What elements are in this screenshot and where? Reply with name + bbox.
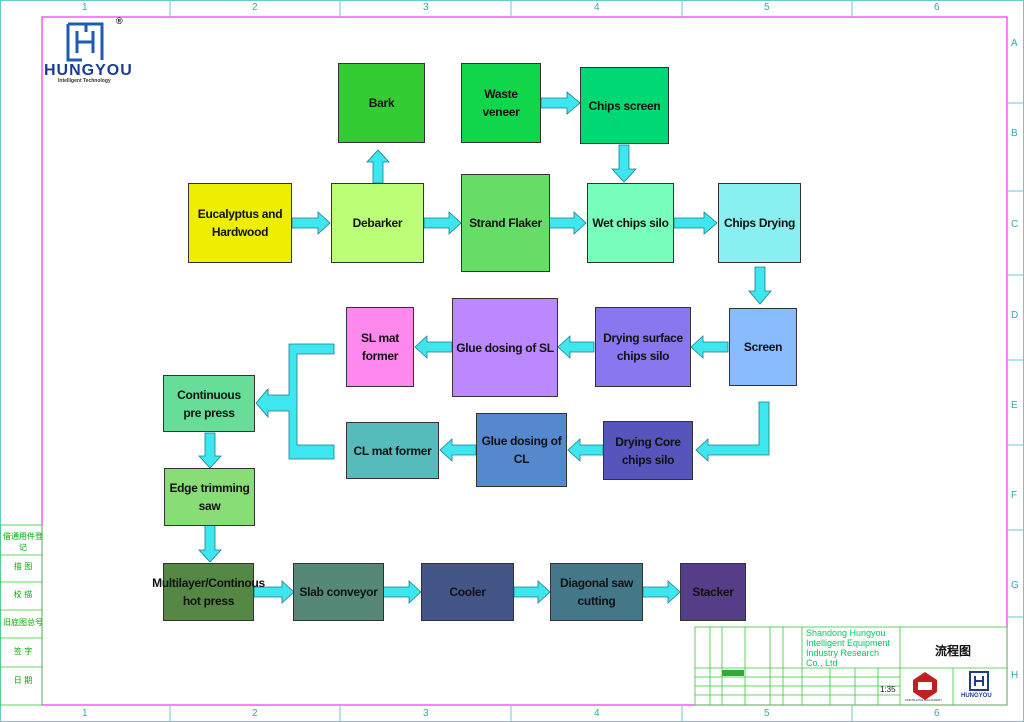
grid-row-e: E (1011, 400, 1018, 411)
stamp-1: 借通用件登记 (3, 532, 43, 552)
node-wet-chips-silo: Wet chips silo (587, 183, 674, 263)
grid-row-h: H (1011, 670, 1019, 681)
node-continuous-pre-press: Continuous pre press (163, 375, 255, 432)
node-glue-dosing-sl: Glue dosing of SL (452, 298, 558, 397)
stamp-3: 校 描 (13, 590, 33, 599)
logo-brand: HUNGYOU (44, 62, 133, 79)
logo-reg: ® (116, 16, 123, 26)
grid-col-1: 1 (82, 2, 88, 13)
grid-col-3-bottom: 3 (423, 708, 429, 719)
node-slab-conveyor: Slab conveyor (293, 563, 384, 621)
grid-col-4: 4 (594, 2, 600, 13)
grid-col-2: 2 (252, 2, 258, 13)
node-edge-trimming-saw: Edge trimming saw (164, 468, 255, 526)
grid-col-1-bottom: 1 (82, 708, 88, 719)
grid-row-d: D (1011, 310, 1019, 321)
node-stacker: Stacker (680, 563, 746, 621)
flow-arrows (198, 91, 772, 604)
node-eucalyptus-hardwood: Eucalyptus and Hardwood (188, 183, 292, 263)
stamp-4: 旧底图总号 (3, 618, 43, 627)
stamp-2: 描 图 (13, 562, 33, 571)
drawing-title: 流程图 (935, 644, 972, 658)
logo-tagline: Intelligent Technology (58, 78, 111, 84)
node-hot-press: Multilayer/Continous hot press (152, 563, 265, 621)
hungyou-small-logo-icon (969, 671, 989, 691)
grid-row-f: F (1011, 490, 1018, 501)
node-waste-veneer: Waste veneer (461, 63, 541, 143)
node-sl-mat-former: SL mat former (346, 307, 414, 387)
small-logo-text: HUNGYOU (961, 693, 992, 699)
node-cl-mat-former: CL mat former (346, 422, 439, 479)
grid-row-b: B (1011, 128, 1018, 139)
node-debarker: Debarker (331, 183, 424, 263)
node-strand-flaker: Strand Flaker (461, 174, 550, 272)
stamp-6: 日 期 (13, 676, 33, 685)
node-bark: Bark (338, 63, 425, 143)
node-chips-drying: Chips Drying (718, 183, 801, 263)
node-cooler: Cooler (421, 563, 514, 621)
aminshung-logo-icon (913, 672, 937, 700)
grid-col-6: 6 (934, 2, 940, 13)
grid-row-c: C (1011, 219, 1019, 230)
hungyou-logo-icon (66, 22, 104, 62)
node-drying-core-silo: Drying Core chips silo (603, 421, 693, 480)
node-chips-screen: Chips screen (580, 67, 669, 144)
stamp-5: 签 字 (13, 647, 33, 656)
grid-col-5: 5 (764, 2, 770, 13)
grid-row-g: G (1011, 580, 1019, 591)
grid-col-4-bottom: 4 (594, 708, 600, 719)
grid-col-3: 3 (423, 2, 429, 13)
node-drying-surface-silo: Drying surface chips silo (595, 307, 691, 387)
grid-col-5-bottom: 5 (764, 708, 770, 719)
scale-value: 1:35 (880, 685, 896, 694)
aminshung-logo-text: AMINSHUNG MACHINERY (905, 698, 943, 702)
company-name: Shandong Hungyou Intelligent Equipment I… (806, 628, 891, 668)
node-diagonal-saw-cutting: Diagonal saw cutting (550, 563, 643, 621)
grid-row-a: A (1011, 38, 1018, 49)
node-glue-dosing-cl: Glue dosing of CL (476, 413, 567, 487)
grid-col-2-bottom: 2 (252, 708, 258, 719)
node-screen: Screen (729, 308, 797, 386)
title-block (694, 626, 1008, 706)
grid-col-6-bottom: 6 (934, 708, 940, 719)
